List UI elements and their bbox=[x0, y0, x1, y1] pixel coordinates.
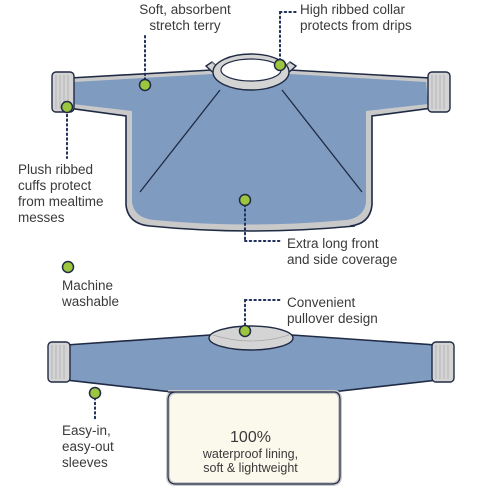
callout-pullover-design: Convenient pullover design bbox=[287, 295, 427, 327]
callout-line: Extra long front bbox=[287, 236, 379, 251]
lining-headline: 100% bbox=[230, 429, 271, 446]
cuff-right bbox=[427, 71, 451, 113]
callout-line: Machine bbox=[62, 278, 114, 293]
callout-line: cuffs protect bbox=[18, 178, 92, 193]
callout-line: stretch terry bbox=[149, 18, 221, 33]
dot-pullover bbox=[238, 324, 252, 338]
raglan-seam-left bbox=[139, 89, 221, 193]
callout-soft-terry: Soft, absorbent stretch terry bbox=[110, 2, 260, 34]
dot-coverage bbox=[238, 193, 252, 207]
callout-waterproof-lining: 100% waterproof lining, soft & lightweig… bbox=[183, 428, 318, 475]
callout-dots bbox=[60, 58, 287, 400]
callout-leaders bbox=[66, 11, 297, 421]
dot-cuffs bbox=[60, 100, 74, 114]
callout-line: washable bbox=[62, 294, 120, 309]
callout-line: protects from drips bbox=[300, 18, 412, 33]
dot-soft bbox=[138, 78, 152, 92]
callout-line: soft & lightweight bbox=[203, 461, 298, 475]
callout-ribbed-collar: High ribbed collar protects from drips bbox=[300, 2, 460, 34]
callout-line: waterproof lining, bbox=[202, 447, 299, 461]
cuff-back-right bbox=[431, 341, 455, 383]
callout-line: sleeves bbox=[62, 455, 108, 470]
callout-line: pullover design bbox=[287, 311, 378, 326]
cuff-back-left bbox=[47, 341, 71, 383]
dot-sleeves bbox=[88, 386, 102, 400]
callout-line: from mealtime bbox=[18, 194, 104, 209]
callout-line: Soft, absorbent bbox=[139, 2, 231, 17]
dot-washable bbox=[61, 260, 75, 274]
callout-coverage: Extra long front and side coverage bbox=[287, 236, 427, 268]
callout-line: Easy-in, bbox=[62, 423, 111, 438]
callout-line: and side coverage bbox=[287, 252, 398, 267]
callout-machine-washable: Machine washable bbox=[62, 278, 182, 310]
callout-line: Plush ribbed bbox=[18, 162, 94, 177]
callout-line: messes bbox=[18, 210, 65, 225]
dot-collar bbox=[273, 58, 287, 72]
callout-ribbed-cuffs: Plush ribbed cuffs protect from mealtime… bbox=[18, 162, 158, 226]
callout-line: High ribbed collar bbox=[300, 2, 406, 17]
callout-line: easy-out bbox=[62, 439, 114, 454]
bib-back-view bbox=[47, 325, 455, 486]
bib-front-body bbox=[72, 74, 428, 225]
callout-line: Convenient bbox=[287, 295, 356, 310]
raglan-seam-right bbox=[281, 89, 363, 193]
callout-easy-sleeves: Easy-in, easy-out sleeves bbox=[62, 423, 182, 471]
collar-back bbox=[208, 325, 294, 351]
